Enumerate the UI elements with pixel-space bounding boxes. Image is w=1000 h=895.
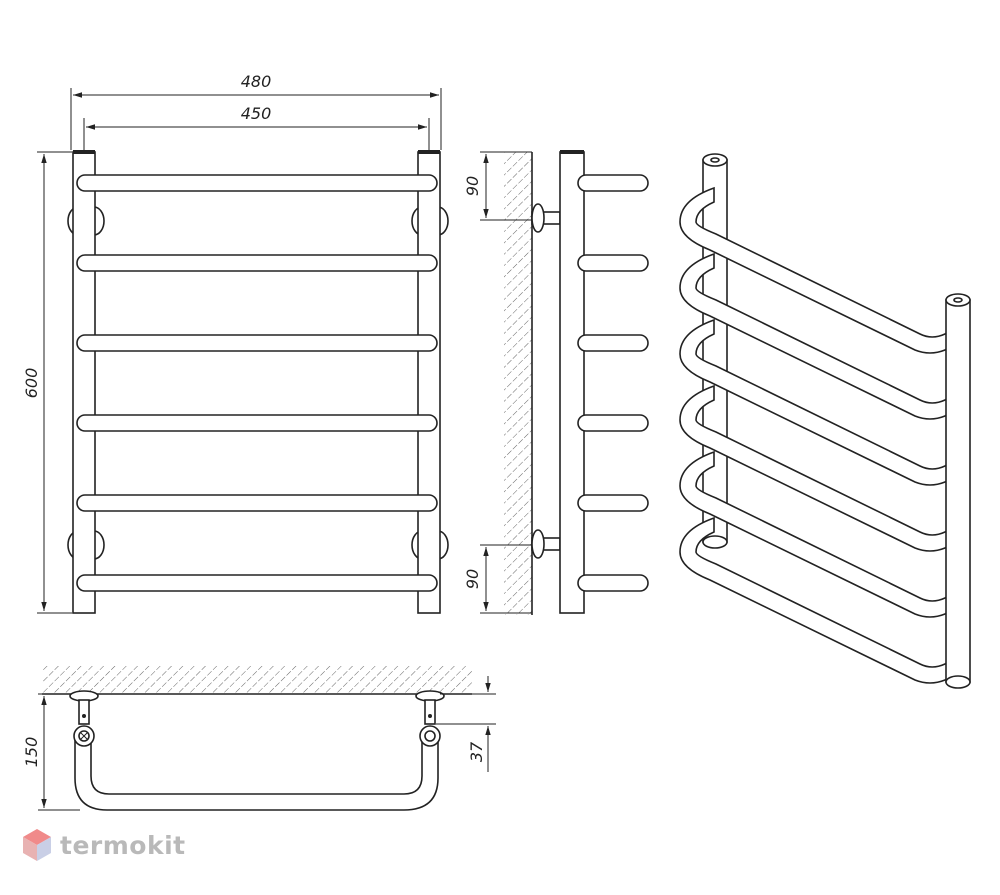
dimension-wall-depth: 150 <box>22 693 80 811</box>
dimension-480-label: 480 <box>241 72 272 91</box>
front-rungs <box>76 174 438 592</box>
rung <box>76 174 438 192</box>
side-rung <box>577 334 649 352</box>
dimension-bracket-top: 90 <box>463 151 532 221</box>
wall-hatch-top <box>42 666 472 694</box>
dimension-height: 600 <box>22 151 72 614</box>
dimension-90-top-label: 90 <box>463 176 482 196</box>
rung <box>76 254 438 272</box>
rung <box>76 334 438 352</box>
iso-back-rail <box>702 159 728 543</box>
dimension-rail-spacing: 450 <box>83 104 430 150</box>
top-mount-right <box>415 690 445 747</box>
side-brackets <box>531 203 561 559</box>
side-rung <box>577 254 649 272</box>
top-mount-left <box>69 690 99 747</box>
side-rail <box>559 151 585 614</box>
side-rung <box>577 174 649 192</box>
side-rungs <box>577 174 649 592</box>
dimension-37-label: 37 <box>467 741 486 762</box>
hexagon-cube-icon <box>23 829 51 861</box>
side-rung <box>577 414 649 432</box>
dimension-150-label: 150 <box>22 737 41 768</box>
dimension-bracket-bottom: 90 <box>463 544 532 614</box>
brand-logo: termokit <box>22 828 186 862</box>
left-rail <box>72 151 96 614</box>
dimension-overall-width: 480 <box>70 72 442 150</box>
dimension-600-label: 600 <box>22 368 41 399</box>
dimension-450-label: 450 <box>241 104 272 123</box>
wall-hatch <box>504 152 532 615</box>
top-u-rung <box>74 737 439 811</box>
top-view: 150 37 <box>22 666 496 811</box>
dimension-90-bottom-label: 90 <box>463 569 482 589</box>
dimension-mount-offset: 37 <box>436 676 496 772</box>
isometric-view <box>679 153 971 689</box>
rung <box>76 414 438 432</box>
iso-front-rail <box>945 299 971 683</box>
rung <box>76 574 438 592</box>
front-view: 480 450 600 <box>22 72 449 614</box>
side-rung <box>577 574 649 592</box>
rung <box>76 494 438 512</box>
side-rung <box>577 494 649 512</box>
side-view: 90 90 <box>463 150 649 615</box>
brand-name: termokit <box>60 830 186 860</box>
right-rail <box>417 151 441 614</box>
